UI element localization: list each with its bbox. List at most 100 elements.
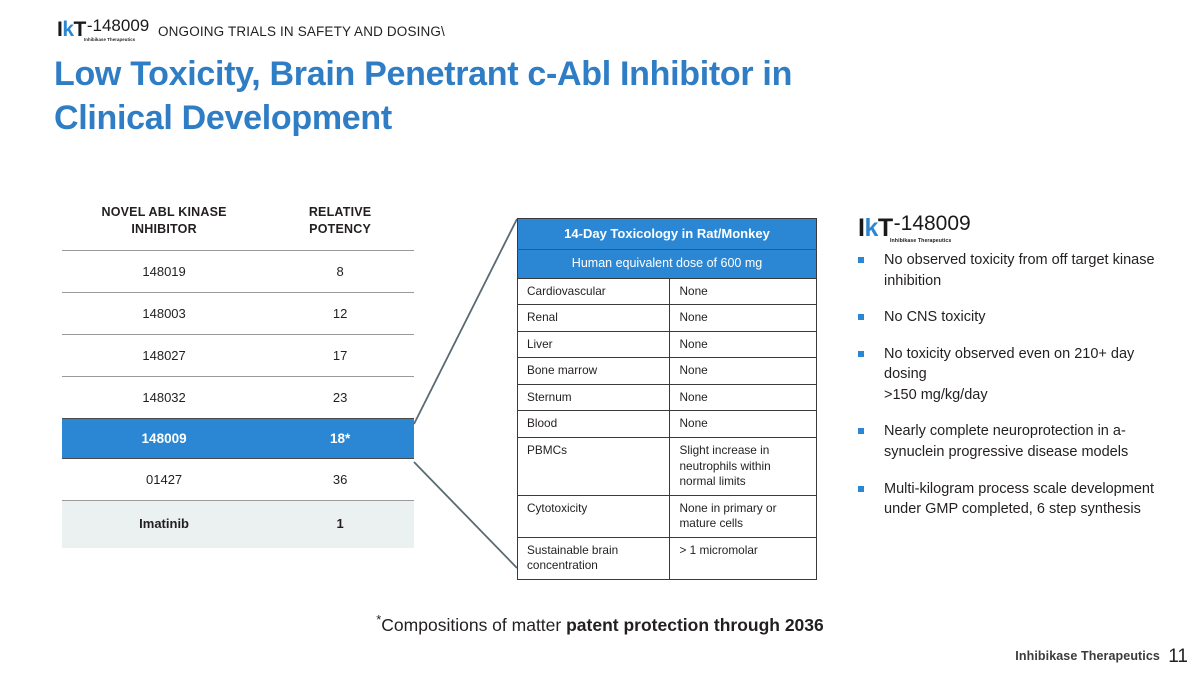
header-eyebrow: ONGOING TRIALS IN SAFETY AND DOSING\ — [158, 24, 445, 39]
tox-value: None — [669, 383, 817, 412]
footnote-asterisk: * — [376, 612, 382, 627]
potency-col2-header: RELATIVE POTENCY — [266, 204, 414, 250]
potency-inhibitor: 148019 — [62, 249, 267, 293]
potency-value: 12 — [266, 291, 414, 335]
tox-header-row: 14-Day Toxicology in Rat/Monkey — [517, 217, 817, 251]
footnote-bold-text: patent protection through 2036 — [566, 614, 824, 635]
potency-inhibitor: 148027 — [62, 333, 267, 377]
bullet-square-icon — [858, 428, 864, 435]
tox-value: None — [669, 330, 817, 359]
connector-line-bottom — [413, 461, 518, 569]
tox-value: > 1 micromolar — [669, 536, 817, 580]
potency-inhibitor: 148003 — [62, 291, 267, 335]
tox-label: Liver — [516, 330, 671, 359]
potency-inhibitor-highlighted: 148009 — [62, 417, 267, 459]
table-row: Blood None — [516, 410, 817, 439]
table-row-highlighted: 148009 18* — [62, 417, 414, 459]
list-item: Multi-kilogram process scale development… — [856, 479, 1162, 520]
potency-table-header-row: NOVEL ABL KINASE INHIBITOR RELATIVE POTE… — [62, 204, 414, 250]
tox-label: Renal — [516, 304, 671, 332]
potency-col2-header-line2: POTENCY — [309, 221, 371, 236]
table-row: 148027 17 — [62, 333, 414, 377]
logo-letter-t: T — [877, 214, 893, 242]
bullet-square-icon — [858, 314, 864, 321]
logo-tagline: Inhibikase Therapeutics — [890, 238, 952, 244]
table-row: Cardiovascular None — [516, 277, 817, 306]
table-row: Sustainable brain concentration > 1 micr… — [516, 536, 817, 580]
list-item-subtext: >150 mg/kg/day — [884, 386, 988, 403]
potency-inhibitor-reference: Imatinib — [62, 499, 267, 548]
list-item: No observed toxicity from off target kin… — [856, 250, 1162, 291]
tox-table-title: 14-Day Toxicology in Rat/Monkey — [517, 217, 817, 251]
potency-inhibitor: 148032 — [62, 375, 267, 419]
bullet-square-icon — [858, 485, 864, 492]
tox-label: Cardiovascular — [516, 277, 671, 306]
logo-letter-k: k — [62, 18, 74, 41]
table-row-reference: Imatinib 1 — [62, 499, 414, 548]
potency-value-highlighted: 18* — [266, 417, 414, 459]
bullet-square-icon — [858, 257, 864, 263]
table-row: 148003 12 — [62, 291, 414, 335]
logo-letter-k: k — [864, 214, 878, 242]
potency-inhibitor: 01427 — [146, 471, 183, 487]
potency-value: 36 — [332, 471, 348, 487]
table-row: Renal None — [516, 304, 817, 332]
table-row: Liver None — [516, 330, 817, 359]
list-item-text: No toxicity observed even on 210+ day do… — [884, 345, 1135, 383]
list-item-text: Nearly complete neuroprotection in a-syn… — [884, 423, 1129, 461]
potency-col1-header-line2: INHIBITOR — [131, 221, 197, 236]
list-item-text: No CNS toxicity — [884, 309, 986, 326]
tox-value: None — [669, 277, 817, 306]
tox-value: None — [669, 410, 817, 439]
bullet-square-icon — [858, 350, 864, 357]
potency-value: 17 — [266, 333, 414, 377]
logo-letter-i: I — [57, 18, 63, 41]
potency-col1-header-line1: NOVEL ABL KINASE — [101, 205, 227, 219]
logo-letter-t: T — [73, 18, 87, 41]
potency-col2-header-line1: RELATIVE — [308, 205, 372, 219]
connector-line-top — [413, 218, 518, 425]
table-row: Sternum None — [516, 383, 817, 412]
logo-tagline: Inhibikase Therapeutics — [84, 37, 136, 42]
tox-label: Cytotoxicity — [516, 494, 671, 538]
potency-value: 23 — [266, 375, 414, 419]
tox-label: Sustainable brain concentration — [516, 536, 671, 580]
tox-value: None — [669, 357, 817, 385]
footnote: *Compositions of matter patent protectio… — [0, 612, 1200, 636]
tox-value: None in primary or mature cells — [669, 494, 817, 538]
logo-suffix: -148009 — [893, 212, 971, 235]
logo-suffix: -148009 — [86, 16, 150, 35]
logo-letter-i: I — [858, 214, 865, 242]
footnote-normal-text: Compositions of matter — [381, 614, 567, 635]
tox-value: None — [669, 304, 817, 332]
list-item-text: Multi-kilogram process scale development… — [884, 480, 1154, 518]
highlights-list: No observed toxicity from off target kin… — [856, 250, 1162, 536]
table-row: 148032 23 — [62, 375, 414, 419]
list-item: No CNS toxicity — [856, 307, 1162, 328]
tox-subheader-row: Human equivalent dose of 600 mg — [517, 249, 817, 279]
list-item: No toxicity observed even on 210+ day do… — [856, 344, 1162, 406]
list-item-text: No observed toxicity from off target kin… — [884, 252, 1155, 289]
list-item: Nearly complete neuroprotection in a-syn… — [856, 421, 1162, 462]
tox-label: Bone marrow — [516, 357, 671, 385]
tox-label: PBMCs — [516, 437, 671, 496]
tox-label: Blood — [516, 410, 671, 439]
table-row: PBMCs Slight increase in neutrophils wit… — [516, 437, 817, 496]
footer-brand: Inhibikase Therapeutics — [1015, 649, 1160, 663]
tox-value: Slight increase in neutrophils within no… — [669, 437, 817, 496]
table-row: 148019 8 — [62, 249, 414, 293]
table-row: Bone marrow None — [516, 357, 817, 385]
table-row: 01427 36 — [62, 458, 414, 500]
potency-col1-header: NOVEL ABL KINASE INHIBITOR — [62, 204, 266, 250]
toxicology-table: 14-Day Toxicology in Rat/Monkey Human eq… — [516, 217, 817, 580]
tox-table-subtitle: Human equivalent dose of 600 mg — [517, 249, 817, 279]
tox-label: Sternum — [516, 383, 671, 412]
page-number: 11 — [1168, 646, 1188, 667]
page-title: Low Toxicity, Brain Penetrant c-Abl Inhi… — [54, 55, 793, 137]
potency-table: NOVEL ABL KINASE INHIBITOR RELATIVE POTE… — [62, 204, 414, 548]
